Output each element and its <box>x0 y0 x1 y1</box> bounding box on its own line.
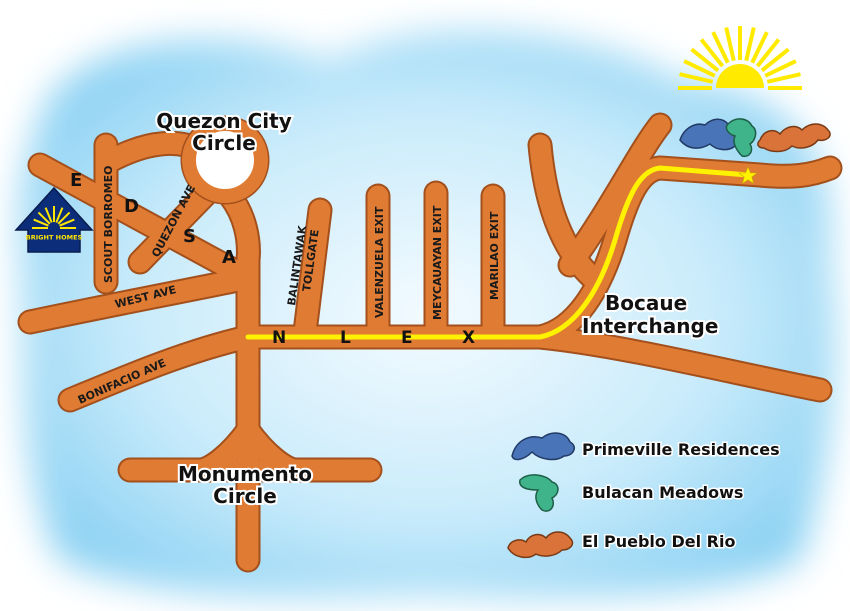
logo-ray <box>59 218 75 227</box>
sun-ray <box>744 27 756 62</box>
logo-ray <box>57 211 71 225</box>
sun-ray <box>683 59 716 78</box>
label-scout-borromeo: SCOUT BORROMEO <box>102 166 115 283</box>
quezon-ave-road <box>129 177 223 273</box>
balintawak-road <box>294 199 331 343</box>
logo-ray <box>37 211 51 225</box>
nlex-letter-l: L <box>340 328 351 348</box>
west-ave-road <box>19 267 259 333</box>
sun-ray <box>679 72 714 84</box>
sun-ray <box>764 59 797 78</box>
sun-ray <box>711 31 730 64</box>
pueblo-map-blob <box>757 123 831 153</box>
logo-ray <box>33 218 49 227</box>
edsa-road <box>29 154 259 289</box>
label-interchange: Interchange <box>582 314 718 338</box>
logo-ray <box>44 207 53 223</box>
label-quezon-circle: Circle <box>192 131 256 155</box>
pueblo-blob-icon <box>507 531 574 559</box>
sun-ray <box>766 72 801 84</box>
sun-ray <box>699 38 725 68</box>
edsa-letter-d: D <box>124 196 139 217</box>
bocaue-east-road <box>529 326 831 401</box>
nlex-letter-x: X <box>462 328 475 348</box>
edsa-letter-a: A <box>222 247 236 268</box>
sun-ray <box>760 47 790 73</box>
label-monumento: Monumento <box>178 462 312 486</box>
sun-icon <box>678 26 802 91</box>
edsa-letter-s: S <box>183 226 196 247</box>
bright-homes-logo: BRIGHT HOMES <box>14 186 94 253</box>
label-marilao-exit: MARILAO EXIT <box>488 211 501 300</box>
legend-label-meadows: Bulacan Meadows <box>582 483 743 502</box>
route-line <box>245 165 751 340</box>
legend-label-primeville: Primeville Residences <box>582 440 780 459</box>
label-valenzuela-exit: VALENZUELA EXIT <box>373 206 386 318</box>
monumento-fork-right <box>237 419 307 481</box>
legend-label-pueblo: El Pueblo Del Rio <box>582 532 735 551</box>
destination-star-icon <box>738 166 758 185</box>
label-monumento-circle: Circle <box>213 484 277 508</box>
label-bocaue: Bocaue <box>605 291 687 315</box>
sun-ray <box>690 47 720 73</box>
logo-ray <box>55 207 64 223</box>
nlex-letter-e: E <box>401 328 413 348</box>
meadows-blob-icon <box>519 474 559 512</box>
logo-text: BRIGHT HOMES <box>26 234 83 242</box>
sun-ray <box>750 31 769 64</box>
nlex-letter-n: N <box>272 328 286 348</box>
label-quezon-city: Quezon City <box>156 109 292 133</box>
sun-ray <box>724 27 736 62</box>
legend: Primeville Residences Bulacan Meadows El… <box>507 432 781 559</box>
quezon-circle-ring-fill <box>182 117 268 203</box>
bonifacio-ave-road <box>59 326 259 411</box>
bocaue-north-road <box>559 114 671 276</box>
meadows-map-blob <box>725 118 757 158</box>
sun-ray <box>755 38 781 68</box>
label-meycauayan-exit: MEYCAUAYAN EXIT <box>431 205 444 320</box>
sun-disk <box>716 64 764 88</box>
primeville-blob-icon <box>511 432 575 461</box>
bocaue-loop-road <box>529 134 606 291</box>
edsa-letter-e: E <box>70 170 82 191</box>
